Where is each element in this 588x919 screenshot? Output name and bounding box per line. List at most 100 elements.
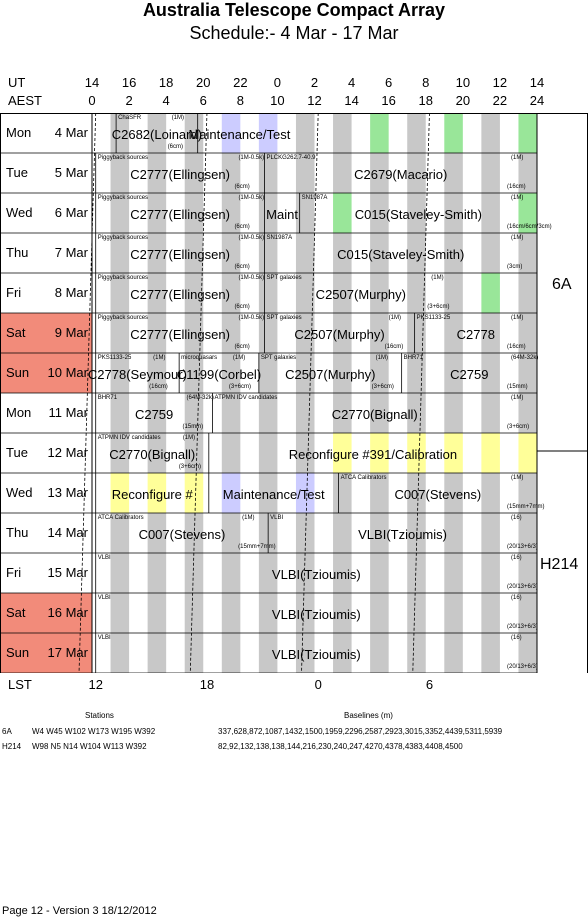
ut-tick-label: 0 [273,75,282,90]
bandwidth-label: (1M) [511,315,524,321]
hour-band [147,633,167,673]
stations-heading: Stations [85,711,114,720]
hour-band [370,353,389,393]
hour-band [110,513,130,553]
hour-band [147,433,167,473]
bandwidth-label: (1M-0.5k) [238,275,265,281]
bandwidth-label: (1M) [153,355,166,361]
day-date: 13 Mar [47,485,88,500]
hour-band [518,513,537,553]
hour-band [518,273,537,313]
day-of-week: Sat [6,325,26,340]
receiver-label: (15mm) [182,424,204,430]
hour-band [370,233,389,273]
hour-band [147,273,167,313]
ut-tick-label: 10 [455,75,471,90]
day-of-week: Sat [6,605,26,620]
source-label: Piggyback sources [97,275,149,281]
day-date: 7 Mar [54,245,88,260]
receiver-label: (6cm) [234,264,250,270]
hour-band [110,393,130,433]
hour-band [110,593,130,633]
source-label: BHR71 [97,395,118,401]
hour-band [221,153,241,193]
receiver-label: (16cm) [149,384,168,390]
hour-band [333,593,352,633]
aest-tick-label: 14 [344,93,359,108]
source-label: VLBI [270,515,284,521]
hour-band [295,473,315,513]
hour-band [481,113,500,153]
hour-band [407,433,426,473]
hour-band [147,153,167,193]
hour-band [147,193,167,233]
lst-tick-label: 6 [425,677,434,692]
hour-band [444,633,463,673]
day-date: 10 Mar [47,365,88,380]
hour-band [258,473,278,513]
project-label: VLBI(Tzioumis) [358,527,447,542]
hour-band [444,433,463,473]
hour-band [110,353,130,393]
hour-band [221,393,241,433]
source-label: SPT galaxies [260,355,297,361]
bandwidth-label: (1M) [511,235,524,241]
receiver-label: (3+6cm) [427,304,450,310]
hour-band [147,113,167,153]
hour-band [295,273,315,313]
source-label: BHR71 [403,355,423,361]
hour-band [147,513,167,553]
day-of-week: Sun [6,365,30,380]
day-of-week: Mon [6,405,32,420]
hour-band [333,433,352,473]
bandwidth-label: (1M) [431,275,444,281]
page-title: Australia Telescope Compact Array [142,0,446,20]
hour-band [518,353,537,393]
hour-band [518,433,537,473]
hour-band [407,633,426,673]
station-config-h214: H214 [2,742,22,751]
hour-band [444,553,463,593]
hour-band [370,273,389,313]
hour-band [333,473,352,513]
receiver-label: (15mm) [507,384,528,390]
hour-band [258,353,278,393]
hour-band [481,393,500,433]
receiver-label: (3+6cm) [371,384,394,390]
hour-band [518,593,537,633]
hour-band [518,233,537,273]
hour-band [295,193,315,233]
bandwidth-label: (16) [511,635,522,641]
hour-band [518,633,537,673]
project-label: VLBI(Tzioumis) [271,567,361,582]
aest-tick-label: 8 [236,93,244,108]
project-label: VLBI(Tzioumis) [271,607,361,622]
day-date: 16 Mar [47,605,88,620]
ut-tick-label: 22 [233,75,248,90]
hour-band [333,233,352,273]
hour-band [295,433,315,473]
hour-band [407,153,426,193]
source-label: VLBI [97,555,111,561]
hour-band [184,433,204,473]
day-of-week: Thu [6,525,29,540]
hour-band [370,513,389,553]
day-of-week: Tue [6,445,28,460]
aest-axis-label: AEST [8,93,42,108]
hour-band [444,513,463,553]
source-label: SPT galaxies [266,275,302,281]
project-label: C2679(Macario) [354,167,448,182]
hour-band [444,393,463,433]
hour-band [407,593,426,633]
bandwidth-label: (1M) [232,355,246,361]
hour-band [221,233,241,273]
hour-band [221,433,241,473]
hour-band [370,313,389,353]
hour-band [518,193,537,233]
hour-band [333,113,352,153]
